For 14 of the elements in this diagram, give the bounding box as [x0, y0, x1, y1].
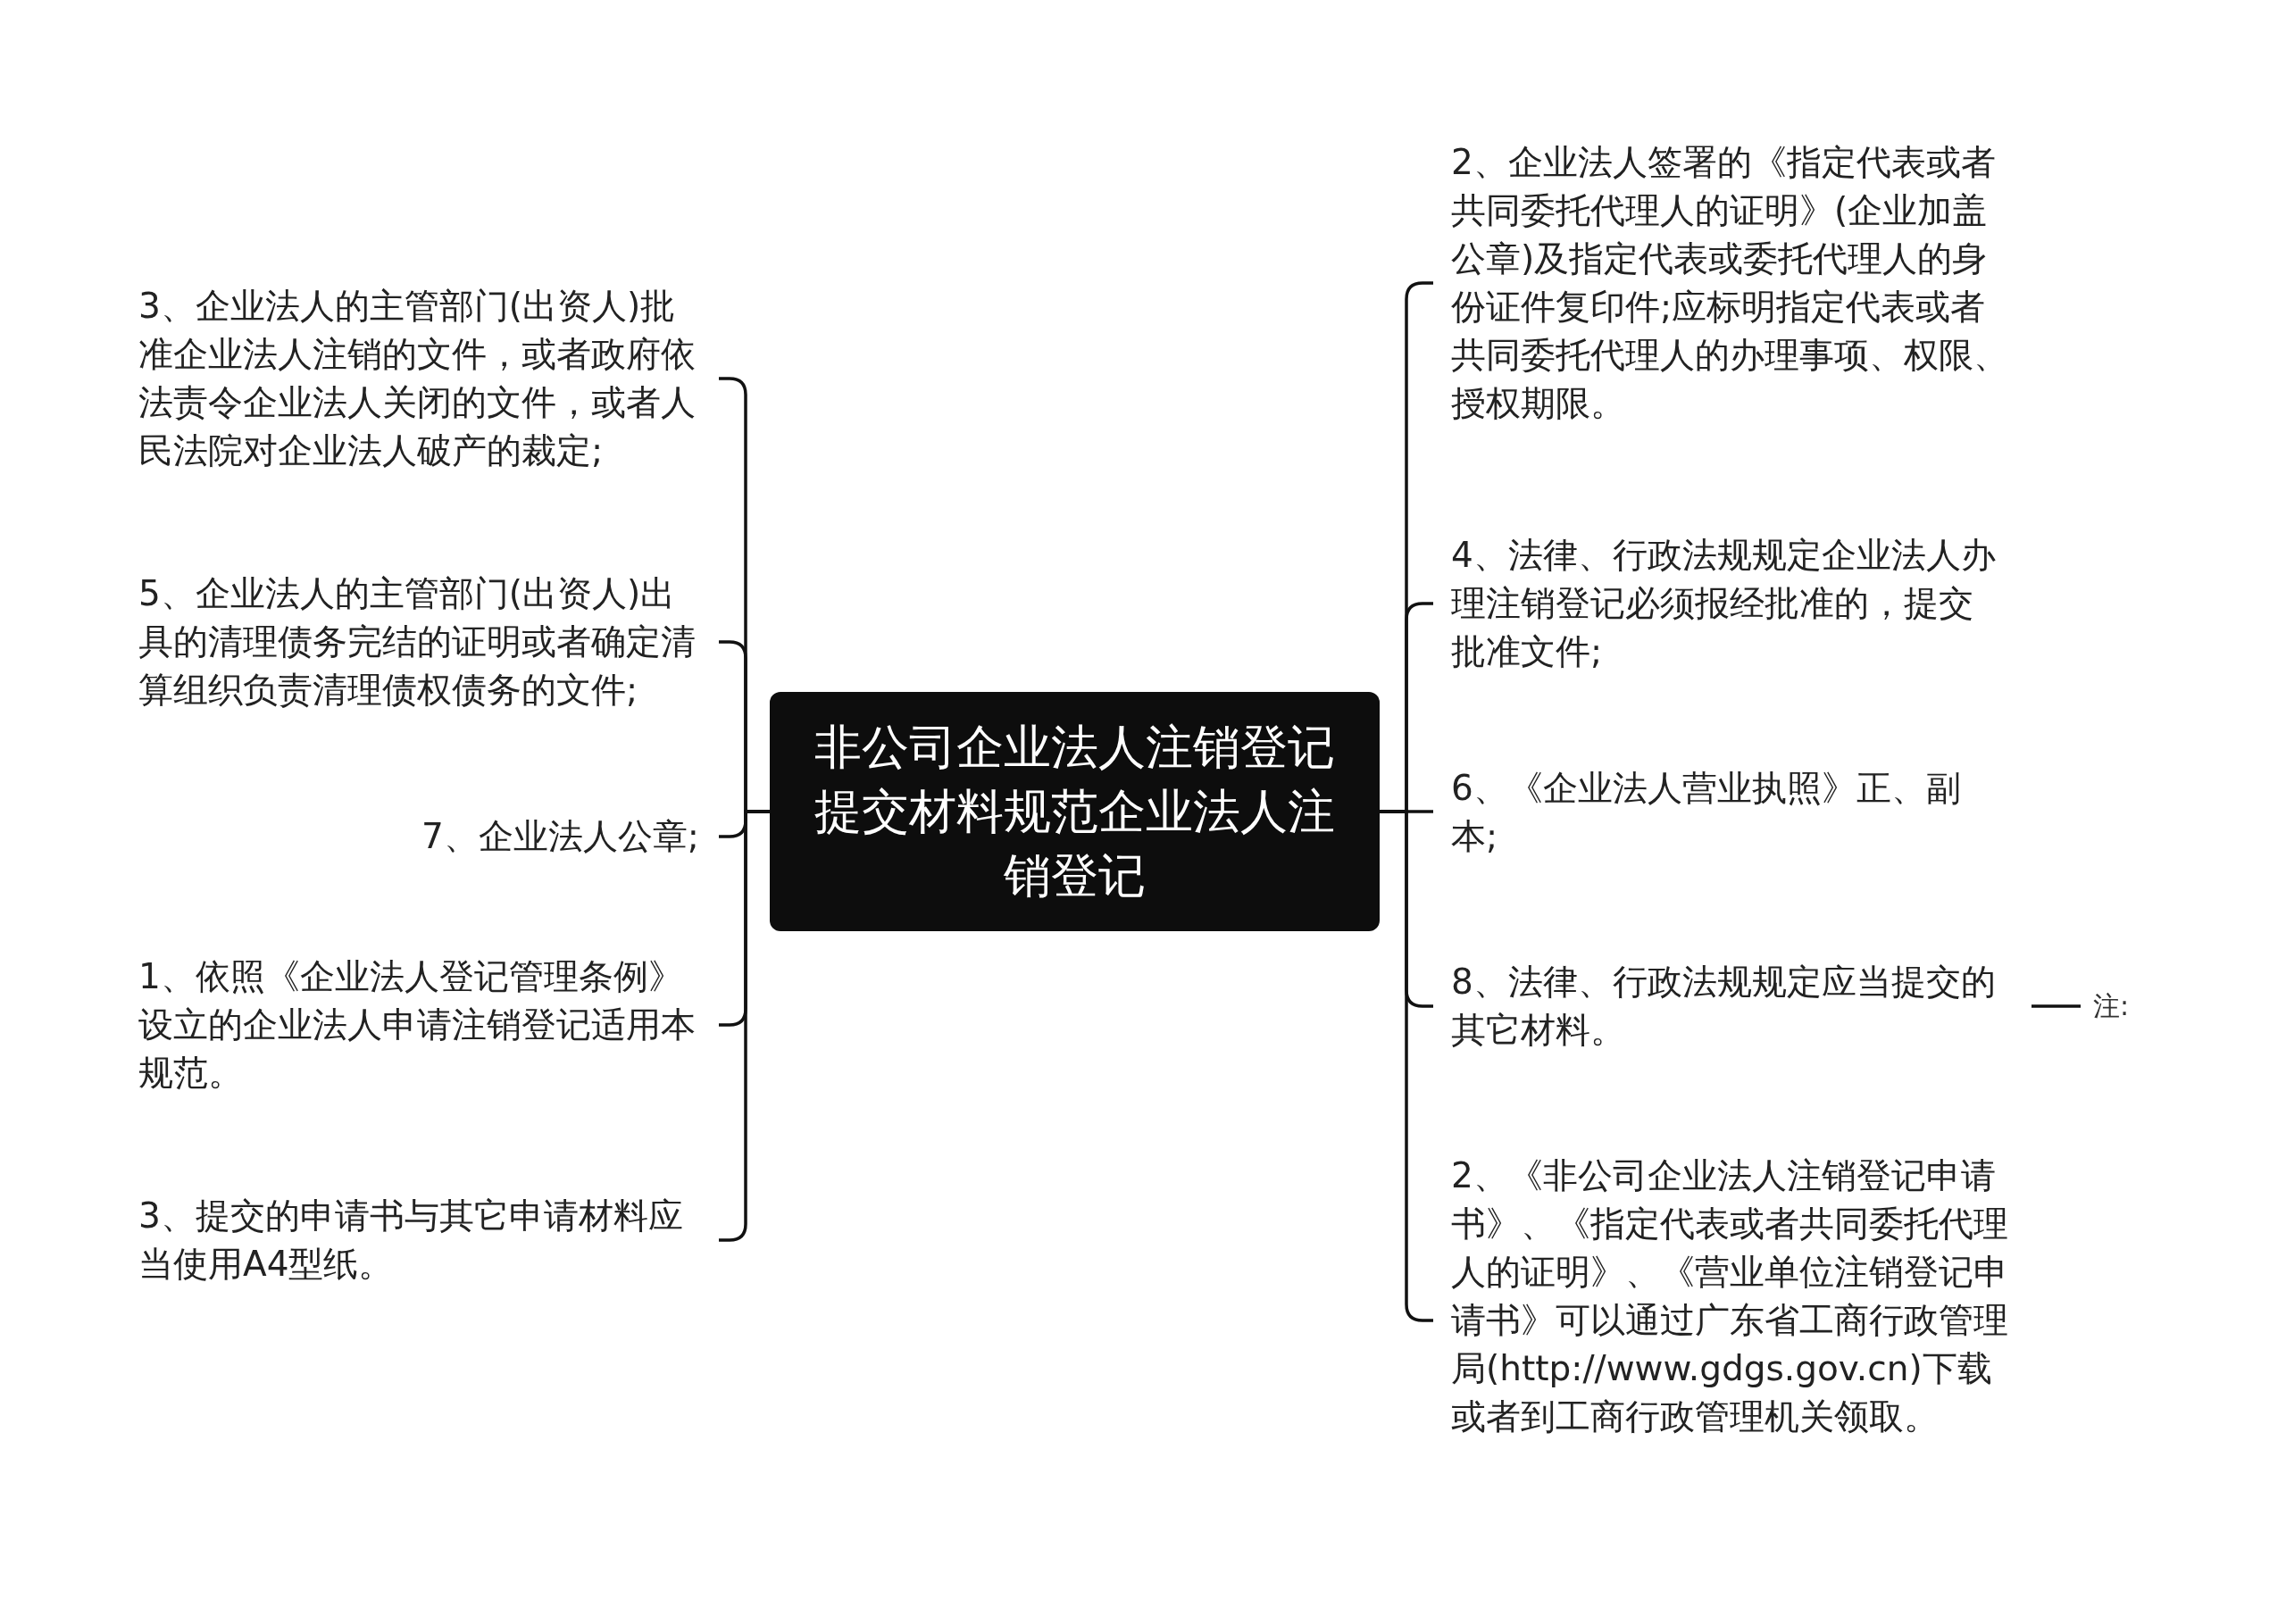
note-text: 注: [2081, 982, 2143, 1030]
branch-text: 2、企业法人签署的《指定代表或者共同委托代理人的证明》(企业加盖公章)及指定代表或委托代理人的身份证件复印件;应标明指定代表或者共同委托代理人的办理事项、权限、授权期限。 [1433, 138, 2032, 428]
branch-text: 3、企业法人的主管部门(出资人)批准企业法人注销的文件，或者政府依法责令企业法人关闭的文件，或者人民法院对企业法人破产的裁定; [138, 282, 719, 475]
branch-text: 8、法律、行政法规规定应当提交的其它材料。 [1433, 958, 2032, 1054]
branch-text: 2、《非公司企业法人注销登记申请书》、《指定代表或者共同委托代理人的证明》、《营业单位注销登记申请书》可以通过广东省工商行政管理局(http://www.gdgs.gov.cn)下载或者到工商行政管理机关领取。 [1433, 1152, 2032, 1489]
connector-line [719, 810, 770, 1242]
connector-line [2032, 1004, 2081, 1008]
branch-text: 3、提交的申请书与其它申请材料应当使用A4型纸。 [138, 1192, 719, 1288]
branch-text: 1、依照《企业法人登记管理条例》设立的企业法人申请注销登记适用本规范。 [138, 953, 719, 1097]
branch-text: 7、企业法人公章; [138, 812, 719, 861]
branch-text: 5、企业法人的主管部门(出资人)出具的清理债务完结的证明或者确定清算组织负责清理债权债务的文件; [138, 570, 719, 714]
branch-text: 6、《企业法人营业执照》正、副本; [1433, 764, 2014, 861]
topic-box: 非公司企业法人注销登记提交材料规范企业法人注销登记 [770, 692, 1380, 931]
branch-text: 4、法律、行政法规规定企业法人办理注销登记必须报经批准的，提交批准文件; [1433, 531, 2014, 676]
